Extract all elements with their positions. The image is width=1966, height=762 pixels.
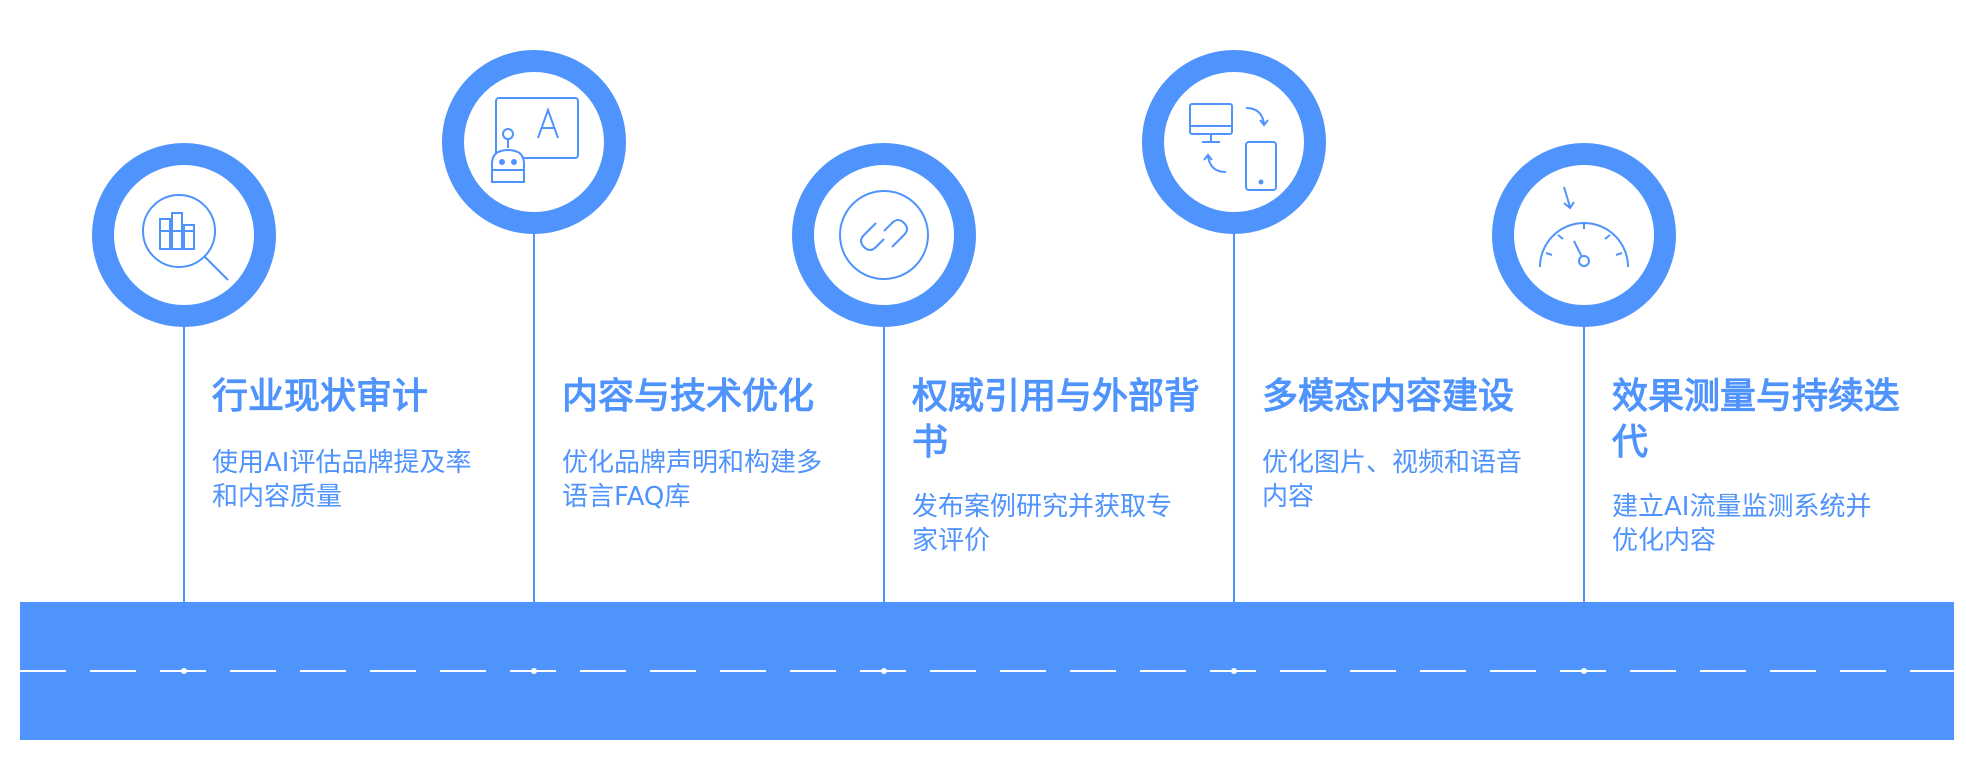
magnify-chart-icon: [142, 194, 229, 281]
step-5-title: 效果测量与持续迭代: [1612, 376, 1901, 463]
road-center-line: [20, 668, 1954, 674]
timeline-stem-4: [1233, 232, 1235, 605]
step-4-title: 多模态内容建设: [1262, 376, 1515, 417]
step-4-circle: [1142, 50, 1326, 234]
robot-board-icon: [491, 97, 579, 183]
timeline-stem-1: [183, 325, 185, 605]
gauge-icon: [1539, 186, 1629, 268]
link-circle-icon: [839, 190, 929, 280]
step-1-description: 使用AI评估品牌提及率和内容质量: [212, 448, 472, 512]
timeline-stem-2: [533, 232, 535, 605]
timeline-stem-3: [883, 325, 885, 605]
step-2-circle: [442, 50, 626, 234]
step-3-description: 发布案例研究并获取专家评价: [912, 492, 1173, 556]
step-1-title: 行业现状审计: [212, 376, 429, 417]
step-3-circle: [792, 143, 976, 327]
step-5-description: 建立AI流量监测系统并优化内容: [1612, 492, 1872, 556]
timeline-road: [20, 602, 1954, 740]
step-4-description: 优化图片、视频和语音内容: [1262, 448, 1523, 512]
step-5-circle: [1492, 143, 1676, 327]
step-1-circle: [92, 143, 276, 327]
step-2-title: 内容与技术优化: [562, 376, 815, 417]
timeline-stem-5: [1583, 325, 1585, 605]
devices-sync-icon: [1189, 103, 1277, 191]
step-2-description: 优化品牌声明和构建多语言FAQ库: [562, 448, 823, 512]
step-3-title: 权威引用与外部背书: [912, 376, 1201, 463]
